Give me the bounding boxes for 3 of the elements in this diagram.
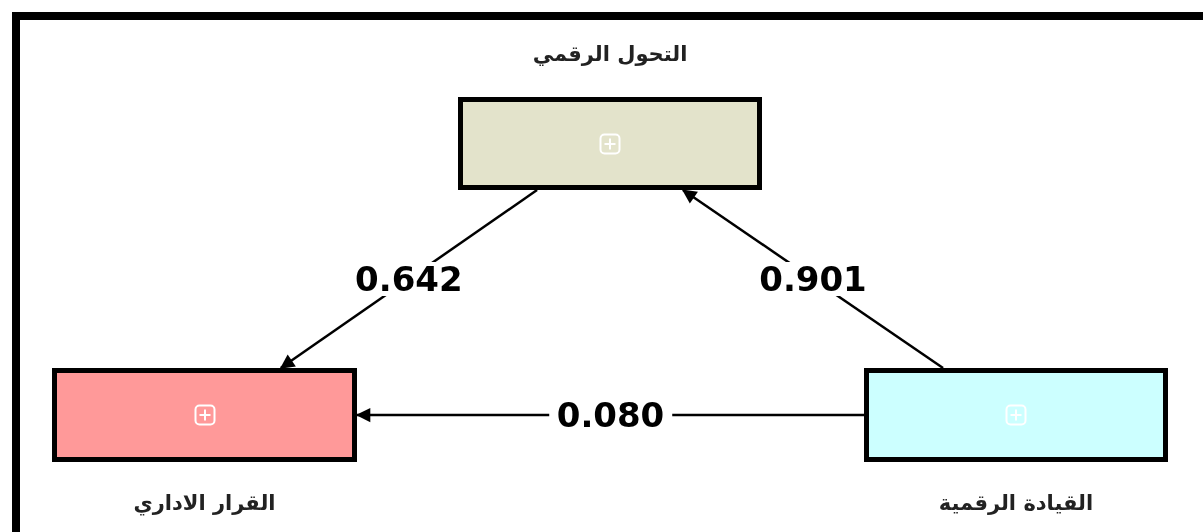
construct-label: القيادة الرقمية bbox=[938, 490, 1094, 518]
construct-label: التحول الرقمي bbox=[532, 41, 688, 69]
construct-label: القرار الاداري bbox=[133, 490, 276, 518]
